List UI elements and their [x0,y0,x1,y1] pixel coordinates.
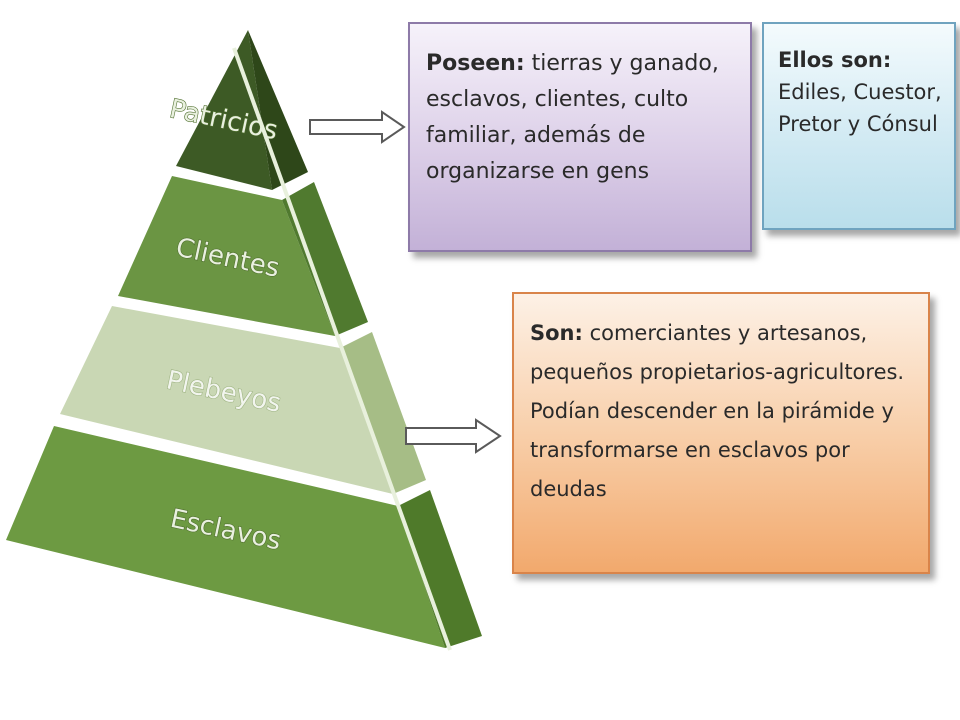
patricios-offices-text: Ediles, Cuestor, Pretor y Cónsul [778,80,942,136]
arrow-right-icon [309,110,406,144]
tier-clientes: Clientes [118,176,368,336]
tier-patricios-side [248,30,308,190]
tier-plebeyos-front [60,306,393,494]
patricios-offices-lead: Ellos son: [778,48,892,72]
tier-patricios: Patricios [166,30,308,190]
plebeyos-description-box: Son: comerciantes y artesanos, pequeños … [512,292,930,574]
tier-esclavos-front [6,426,445,648]
tier-esclavos-side [398,490,482,648]
plebeyos-description-text: comerciantes y artesanos, pequeños propi… [530,321,905,501]
tier-esclavos: Esclavos [6,426,482,648]
tier-patricios-front [176,30,272,190]
plebeyos-description-lead: Son: [530,321,583,345]
tier-plebeyos: Plebeyos [60,306,426,494]
patricios-description-box: Poseen: tierras y ganado, esclavos, clie… [408,22,752,252]
patricios-description-lead: Poseen: [426,51,525,76]
pyramid-ridge-line [232,47,452,651]
arrow-right-icon [405,418,502,454]
tier-clientes-front [118,176,335,336]
tier-clientes-side [282,182,368,336]
patricios-description-text: tierras y ganado, esclavos, clientes, cu… [426,51,719,184]
tier-plebeyos-side [340,332,426,494]
patricios-offices-box: Ellos son: Ediles, Cuestor, Pretor y Cón… [762,22,956,230]
